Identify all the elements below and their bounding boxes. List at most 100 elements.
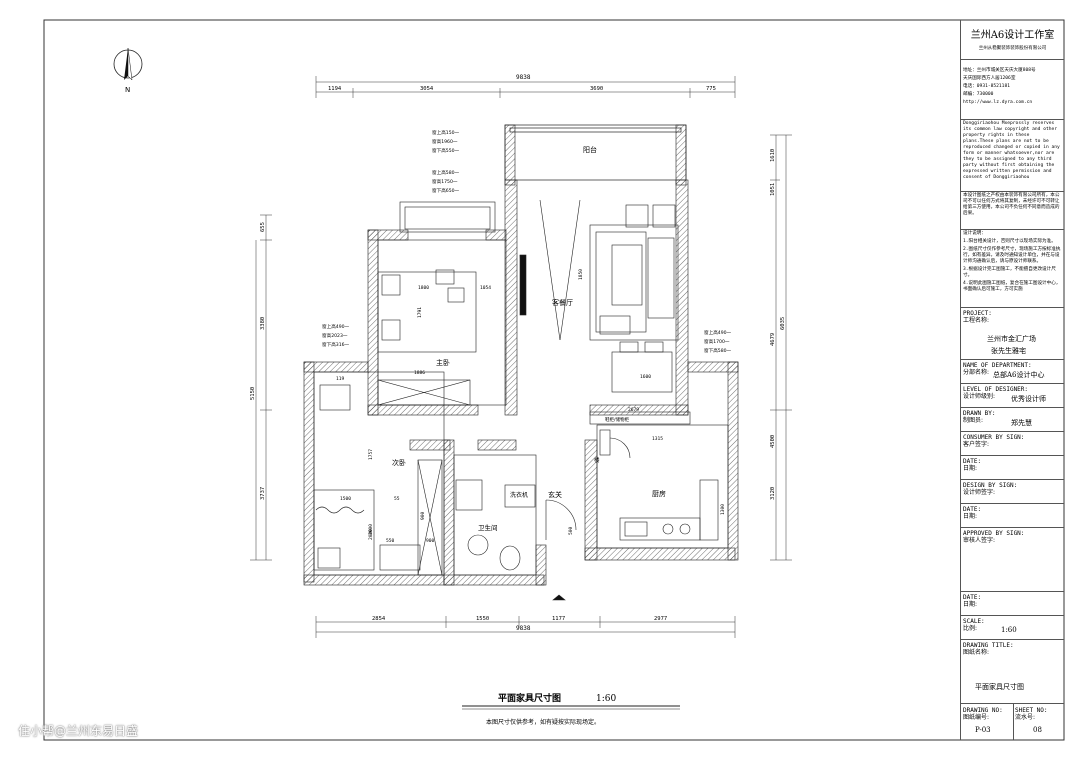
level-row: LEVEL OF DESIGNER: 设计师级别: 优秀设计师 <box>960 384 1064 408</box>
balcony-outline <box>504 124 687 181</box>
design-notes: 设计说明： 1.阳台相关设计，否则尺寸以现场实际为准。 2.图纸尺寸仅作参考尺寸… <box>960 230 1064 308</box>
master-window-note-1: 窗上高580一 <box>432 169 460 176</box>
inner-dim: 1300 <box>720 504 726 515</box>
address-line: http://www.lz.dyra.com.cn <box>963 100 1033 105</box>
project-row: PROJECT: 工程名称: 兰州市金汇广场 张先生雅宅 <box>960 308 1064 360</box>
note-line: 2.图纸尺寸仅作参考尺寸，现场施工方按标准执行，如有差异，请及时通知设计单位，并… <box>963 247 1061 264</box>
right-dim-1: 1610 <box>770 149 776 162</box>
drawing-no-cell: DRAWING NO: 图纸编号: P-03 <box>961 704 1014 740</box>
room-bathroom: 卫生间 <box>478 523 498 532</box>
approved-row: APPROVED BY SIGN: 审核人签字: <box>960 528 1064 592</box>
address-block: 地址：兰州市城关区天庆大厦808号 天庆国际西方人居1206室 电话：0931-… <box>960 60 1064 120</box>
room-entrance: 玄关 <box>548 490 562 499</box>
inner-dim: 1600 <box>640 374 651 380</box>
room-master-bedroom: 主卧 <box>436 358 450 367</box>
inner-dim: 900 <box>420 511 426 520</box>
left-dim-2: 3380 <box>260 317 266 330</box>
note-line: 4.说明此图施工图纸，复合在施工图设计中心，书面确认后可施工，方可实施 <box>963 281 1061 292</box>
top-dim-3: 3690 <box>590 86 603 92</box>
consumer-row: CONSUMER BY SIGN: 客户签字: <box>960 432 1064 456</box>
note-line: 3.根据设计完工图施工，不能擅自更改设计尺寸。 <box>963 267 1056 278</box>
balcony-window-note-1: 窗上高150一 <box>432 129 460 136</box>
room-kitchen: 厨房 <box>652 489 666 498</box>
inner-dim: 1500 <box>340 496 351 502</box>
right-dim-2: 1051 <box>770 183 776 196</box>
inner-dim: 1850 <box>578 269 584 280</box>
notes-heading: 设计说明： <box>963 231 986 236</box>
scale-row: SCALE: 比例: 1:60 <box>960 616 1064 640</box>
copyright-zh: 本设计图纸之产权由本装饰有限公司所有，本公司不可以任何方式将其复制，未经许可不可… <box>960 192 1064 230</box>
drawn-row: DRAWN BY: 制图员: 郑先慧 <box>960 408 1064 432</box>
date-row-1: DATE: 日期: <box>960 456 1064 480</box>
right-dim-4: 4679 <box>770 333 776 346</box>
right-dim-5: 4500 <box>770 435 776 448</box>
kitchen <box>596 424 729 549</box>
second-window-note-2: 窗高2023一 <box>322 332 348 339</box>
sheet-no-cell: SHEET NO: 流水号: 08 <box>1015 707 1048 734</box>
studio-sub: 兰州从稳聚装饰装饰股份有限公司 <box>978 46 1047 51</box>
address-line: 地址：兰州市城关区天庆大厦808号 <box>963 68 1036 73</box>
living-room <box>519 199 679 393</box>
left-dim-4: 3737 <box>260 487 266 500</box>
second-bedroom <box>313 371 445 576</box>
drawing-title-row: DRAWING TITLE: 图纸名称: 平面家具尺寸图 <box>960 640 1064 704</box>
master-window-note-3: 窗下高650一 <box>432 187 460 194</box>
inner-dim: 500 <box>568 526 574 535</box>
master-bed <box>377 271 477 353</box>
address-line: 天庆国际西方人居1206室 <box>963 76 1016 81</box>
project-owner: 张先生雅宅 <box>991 347 1026 355</box>
bottom-dim-3: 1177 <box>552 616 565 622</box>
room-washer: 洗衣机 <box>510 491 528 499</box>
balcony-window-note-2: 窗高1960一 <box>432 138 458 145</box>
address-line: 电话：0931-8521181 <box>963 84 1010 89</box>
second-window-note-3: 窗下高316一 <box>322 341 350 348</box>
inner-dim: 550 <box>386 538 395 544</box>
address-line: 邮编：730000 <box>963 92 994 97</box>
bottom-dim-1: 2854 <box>372 616 386 622</box>
cabinet-strip <box>589 411 691 425</box>
stairs-hint: 楼 <box>594 456 600 464</box>
drawing-caption: 平面家具尺寸图 1:60 本图尺寸仅供参考，如有疑按实际现场定。 <box>462 692 680 726</box>
inner-dim: 1886 <box>414 370 425 376</box>
master-bedroom <box>319 201 507 411</box>
bottom-total-dim: 9838 <box>516 625 531 632</box>
bottom-dimensions <box>315 616 736 638</box>
inner-dim: 55 <box>394 496 400 502</box>
north-arrow-icon: N <box>113 47 143 94</box>
balcony-window-note-3: 窗下高550一 <box>432 147 460 154</box>
right-dimensions <box>770 134 792 561</box>
inner-dim: 2000 <box>368 524 374 535</box>
drawing-title: 平面家具尺寸图 <box>498 692 561 704</box>
kitchen-window-note-2: 窗高1700一 <box>704 338 730 345</box>
right-dim-3: 6035 <box>780 317 786 330</box>
drawing-note: 本图尺寸仅供参考，如有疑按实际现场定。 <box>486 718 600 726</box>
top-total-dim: 9838 <box>516 74 531 81</box>
kitchen-window-note-3: 窗下高580一 <box>704 347 732 354</box>
inner-dim: 2679 <box>628 407 639 413</box>
title-block: 兰州A6设计工作室 兰州从稳聚装饰装饰股份有限公司 地址：兰州市城关区天庆大厦8… <box>960 20 1064 740</box>
studio-header: 兰州A6设计工作室 兰州从稳聚装饰装饰股份有限公司 <box>960 20 1064 60</box>
inner-dim: 2000 <box>368 529 374 540</box>
copyright-en: Donggiriaohou Mxeprossly reserves its co… <box>960 120 1064 192</box>
project-name: 兰州市金汇广场 <box>987 335 1036 343</box>
left-dim-1: 655 <box>260 222 266 232</box>
left-dimensions <box>250 214 272 561</box>
top-dim-1: 1194 <box>328 86 342 92</box>
note-line: 1.阳台相关设计，否则尺寸以现场实际为准。 <box>963 239 1056 244</box>
watermark: 住小帮@兰州东易日盛 <box>18 724 139 738</box>
bathroom <box>453 454 537 576</box>
room-balcony: 阳台 <box>583 145 597 154</box>
cabinet-label: 鞋柜/储物柜 <box>605 416 630 423</box>
right-dim-6: 3120 <box>770 487 776 500</box>
date-row-3: DATE: 日期: <box>960 592 1064 616</box>
sheet-border <box>43 19 1065 741</box>
inner-dim: 1054 <box>480 285 491 291</box>
studio-name: 兰州A6设计工作室 <box>970 30 1055 41</box>
entrance <box>545 499 577 601</box>
top-dim-2: 3054 <box>420 86 434 92</box>
inner-dim: 1791 <box>417 307 423 318</box>
inner-dim: 1800 <box>418 285 429 291</box>
second-window-note-1: 窗上高490一 <box>322 323 350 330</box>
bottom-dim-4: 2977 <box>654 616 667 622</box>
